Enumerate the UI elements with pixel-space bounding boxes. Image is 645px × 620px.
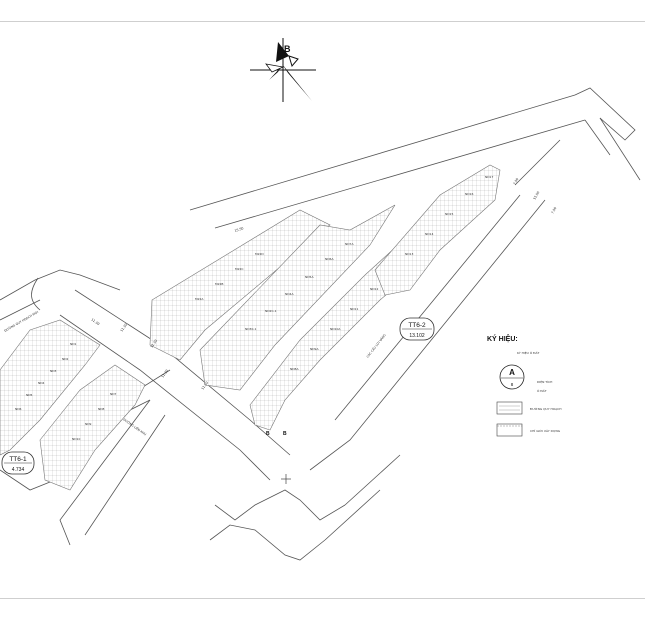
block-tt6-2-d [374,164,501,296]
lot-code: M22C [235,267,244,271]
lot-code: M22D [255,252,264,256]
legend-symbol-letter: A [509,368,515,377]
lot-code: M22A [195,297,204,301]
lot-code: ND14 [425,232,433,236]
dimension-label: 11.30 [150,339,159,349]
zone-name: TT6-2 [408,322,426,329]
lot-code: ND4A [285,292,294,296]
sheet-frame [0,21,645,599]
lot-code: ND2C-1 [265,309,277,313]
lot-code: ND7 [110,392,117,396]
lot-code: ND9 [85,422,92,426]
legend-symbol-value: 8 [511,382,514,387]
zone-label-tt6-2[interactable]: TT6-2 13.102 [399,317,435,341]
dimension-label: 11.30 [161,369,170,379]
lot-code: ND30-1 [245,327,256,331]
legend-area-caption: DIỆN TÍCH [537,379,552,384]
lot-code: ND15 [445,212,453,216]
lot-code: ND8 [98,407,105,411]
legend-area-caption: Ô ĐẤT [537,388,547,393]
lot-code: ND8A [290,367,299,371]
lot-code: M22B [215,282,223,286]
block-tt6-1-a [0,319,101,456]
legend-symbol-icon [499,364,525,390]
north-label: B [284,44,291,54]
lot-code: ND10A [330,327,341,331]
legend-boundary-label: CHỈ GIỚI XÂY DỰNG [530,428,561,433]
zone-name: TT6-1 [9,456,27,463]
zone-label-tt6-1[interactable]: TT6-1 4.734 [1,451,35,475]
lot-code: ND6 [15,407,22,411]
lot-code: ND13 [405,252,413,256]
dimension-label: 7.50 [550,206,557,214]
dimension-label: 7.50 [512,177,519,185]
block-tt6-2-b [199,204,396,391]
lot-code: ND1 [70,342,77,346]
lot-code: ND12 [370,287,378,291]
north-arrow-icon: B [250,38,316,102]
lot-code: ND4 [38,381,45,385]
dimension-labels: 11.30 11.30 11.30 11.30 11.30 7.50 15.50… [90,177,557,390]
dimension-label: 11.30 [90,318,100,327]
lot-code: ND9A [310,347,319,351]
road-name: CÁC CẦU LỢI VÀNG [365,332,387,359]
legend-road-swatch [496,401,523,415]
legend-symbol-caption: KÝ HIỆU Ô ĐẤT [517,350,540,355]
lot-code: ND16 [465,192,473,196]
dimension-label: 15.50 [234,226,244,233]
lot-code-labels: ND1 ND2 ND3 ND4 ND5 ND6 ND7 ND8 ND9 ND10… [15,175,493,441]
legend-title: KÝ HIỆU: [487,334,518,343]
lot-code: ND11 [350,307,358,311]
marker-label: B [283,431,287,437]
zone-area: 13.102 [409,333,425,339]
lot-code: ND5 [26,393,33,397]
lot-code: ND17 [485,175,493,179]
block-tt6-2-a [149,209,331,361]
dimension-label: 11.30 [201,381,210,391]
legend-road-label: ĐƯỜNG QUY HOẠCH [530,406,562,411]
dimension-label: 11.30 [120,323,129,333]
lot-code: ND6A [325,257,334,261]
lot-code: ND5A [305,275,314,279]
dimension-label: 15.50 [532,191,540,201]
lot-code: ND2 [62,357,69,361]
lot-code: ND10 [72,437,80,441]
lot-code: ND7A [345,242,354,246]
zone-area: 4.734 [12,467,25,473]
legend: KÝ HIỆU: KÝ HIỆU Ô ĐẤT A 8 DIỆN TÍCH Ô Đ… [487,334,562,437]
lot-code: ND3 [50,369,57,373]
legend-boundary-swatch [496,423,523,437]
center-cross-icon [281,474,291,484]
marker-label: B [266,431,270,437]
block-tt6-1-b [39,364,146,491]
